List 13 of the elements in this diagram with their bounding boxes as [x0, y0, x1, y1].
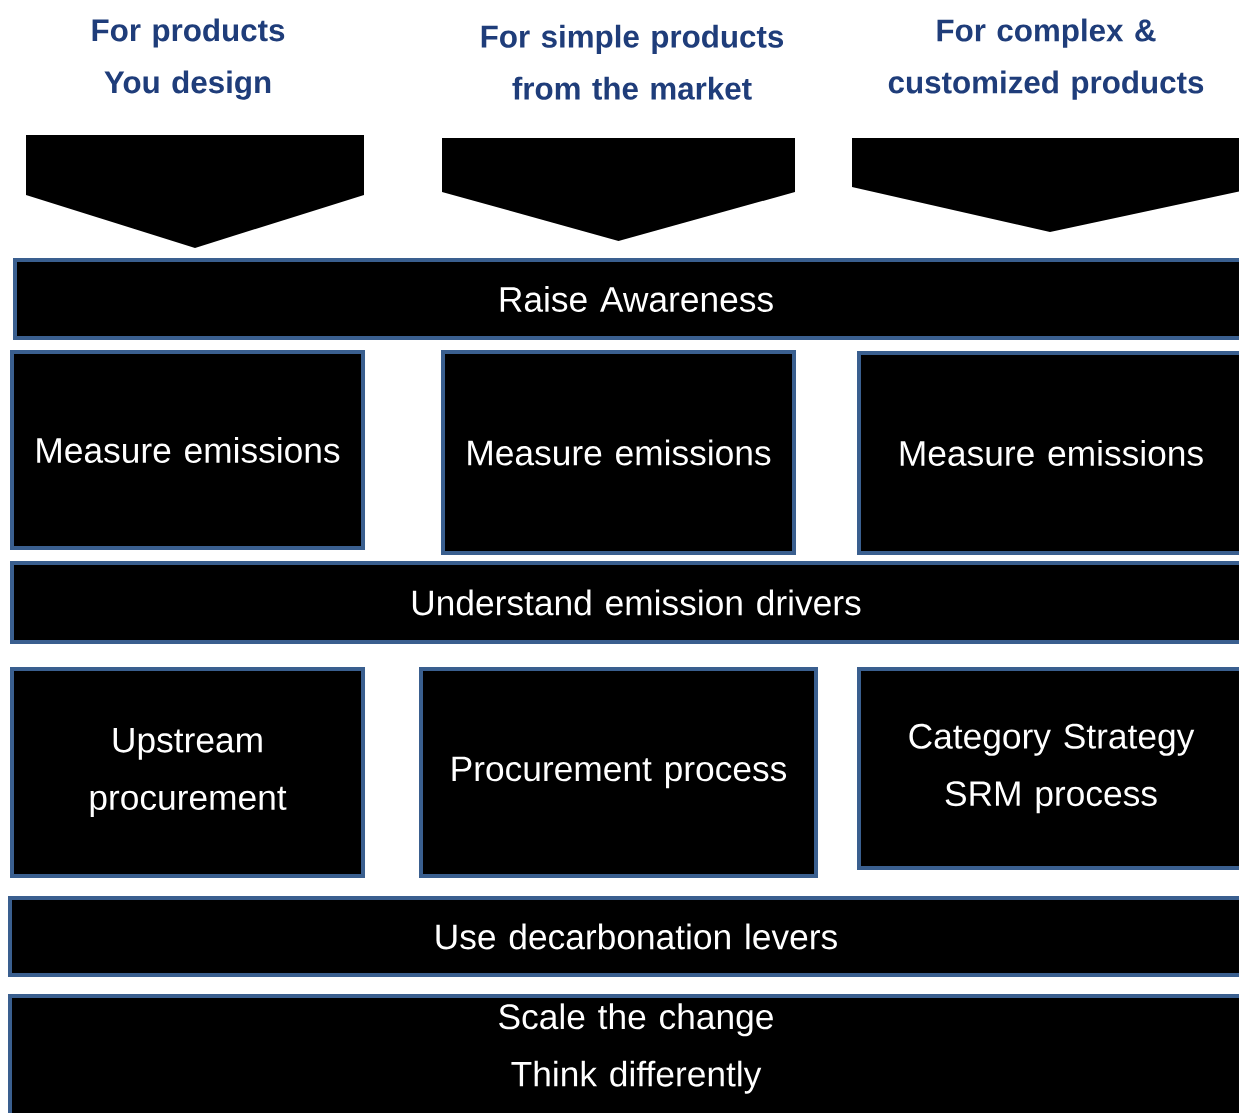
stage-band: Use decarbonation levers: [8, 896, 1239, 977]
step-box: Measure emissions: [10, 350, 365, 550]
stage-band: Scale the change Think differently: [8, 994, 1239, 1113]
step-box: Measure emissions: [857, 351, 1239, 555]
column-heading: For products You design: [92, 18, 285, 100]
column-heading: For complex & customized products: [888, 18, 1204, 100]
step-box: Category Strategy SRM process: [857, 667, 1239, 870]
step-box: Upstream procurement: [10, 667, 365, 878]
column-heading: For simple products from the market: [481, 24, 784, 100]
step-box: Procurement process: [419, 667, 818, 878]
step-box: Measure emissions: [441, 350, 796, 555]
stage-band: Understand emission drivers: [10, 561, 1239, 644]
stage-band: Raise Awareness: [13, 258, 1239, 340]
